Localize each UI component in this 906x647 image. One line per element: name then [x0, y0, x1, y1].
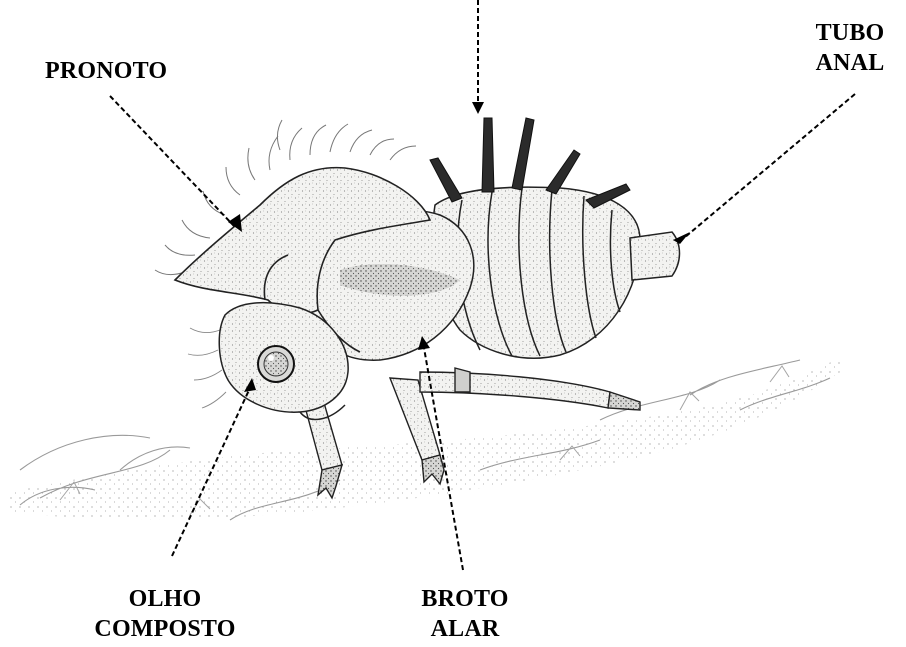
label-broto-alar-line-2: ALAR	[400, 614, 530, 644]
leader-tubo-anal	[684, 94, 855, 238]
arrowhead-spines	[472, 102, 484, 114]
anal-tube	[630, 232, 680, 280]
label-broto-alar: BROTO ALAR	[400, 584, 530, 644]
label-olho-composto-line-2: COMPOSTO	[70, 614, 260, 644]
label-olho-composto-line-1: OLHO	[70, 584, 260, 614]
label-tubo-anal-line-1: TUBO	[800, 18, 900, 48]
label-tubo-anal: TUBO ANAL	[800, 18, 900, 78]
label-tubo-anal-line-2: ANAL	[800, 48, 900, 78]
leader-pronoto	[110, 96, 234, 226]
label-broto-alar-line-1: BROTO	[400, 584, 530, 614]
label-pronoto: PRONOTO	[45, 56, 167, 86]
label-olho-composto: OLHO COMPOSTO	[70, 584, 260, 644]
label-pronoto-line-1: PRONOTO	[45, 56, 167, 86]
compound-eye	[258, 346, 294, 382]
